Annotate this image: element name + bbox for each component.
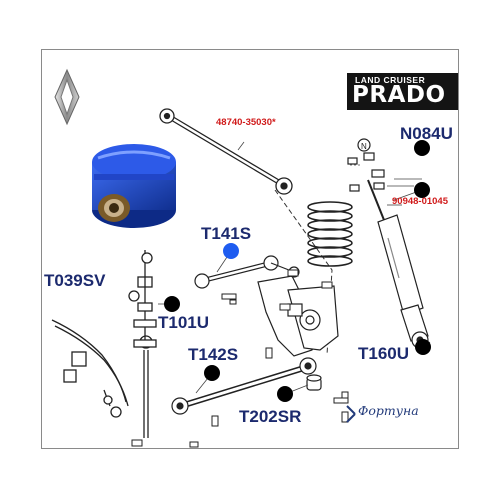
diagram-frame: N	[41, 49, 459, 449]
logo-line1: LAND CRUISER	[355, 75, 426, 85]
marker-t142s[interactable]	[204, 365, 220, 381]
label-t142s[interactable]: T142S	[188, 345, 239, 364]
label-t039sv[interactable]: T039SV	[44, 271, 106, 290]
renault-diamond-icon	[54, 68, 80, 126]
bolts-drawing	[131, 269, 349, 448]
label-n084u[interactable]: N084U	[400, 124, 453, 143]
marker-t160u[interactable]	[415, 339, 431, 355]
upper-arm-drawing	[159, 108, 293, 195]
marker-t141s[interactable]	[223, 243, 239, 259]
bushing-photo-icon	[92, 144, 176, 228]
marker-n084u[interactable]	[414, 140, 430, 156]
label-t202sr[interactable]: T202SR	[239, 407, 302, 426]
label-t101u[interactable]: T101U	[158, 313, 210, 332]
coil-spring-drawing	[307, 201, 353, 267]
part-number-arm: 48740-35030*	[216, 117, 276, 128]
label-t141s[interactable]: T141S	[201, 224, 252, 243]
suspension-diagram: N	[51, 68, 431, 448]
axle-bracket-drawing	[257, 275, 339, 357]
marker-t101u[interactable]	[164, 296, 180, 312]
part-number-bolt: 90948-01045	[392, 196, 448, 207]
lower-arm-drawing	[171, 357, 317, 415]
bushing-small-drawing	[306, 374, 322, 391]
shock-absorber-drawing: N	[347, 138, 429, 349]
logo-line2: PRADO	[352, 82, 446, 108]
brand-mark-icon	[346, 405, 356, 423]
land-cruiser-prado-logo: LAND CRUISER PRADO	[347, 73, 458, 110]
stabilizer-drawing	[51, 250, 157, 438]
label-t160u[interactable]: T160U	[358, 344, 410, 363]
svg-text:N: N	[361, 142, 367, 151]
brand-name: Фортуна	[358, 403, 419, 418]
marker-t202sr[interactable]	[277, 386, 293, 402]
marker-bolt[interactable]	[414, 182, 430, 198]
